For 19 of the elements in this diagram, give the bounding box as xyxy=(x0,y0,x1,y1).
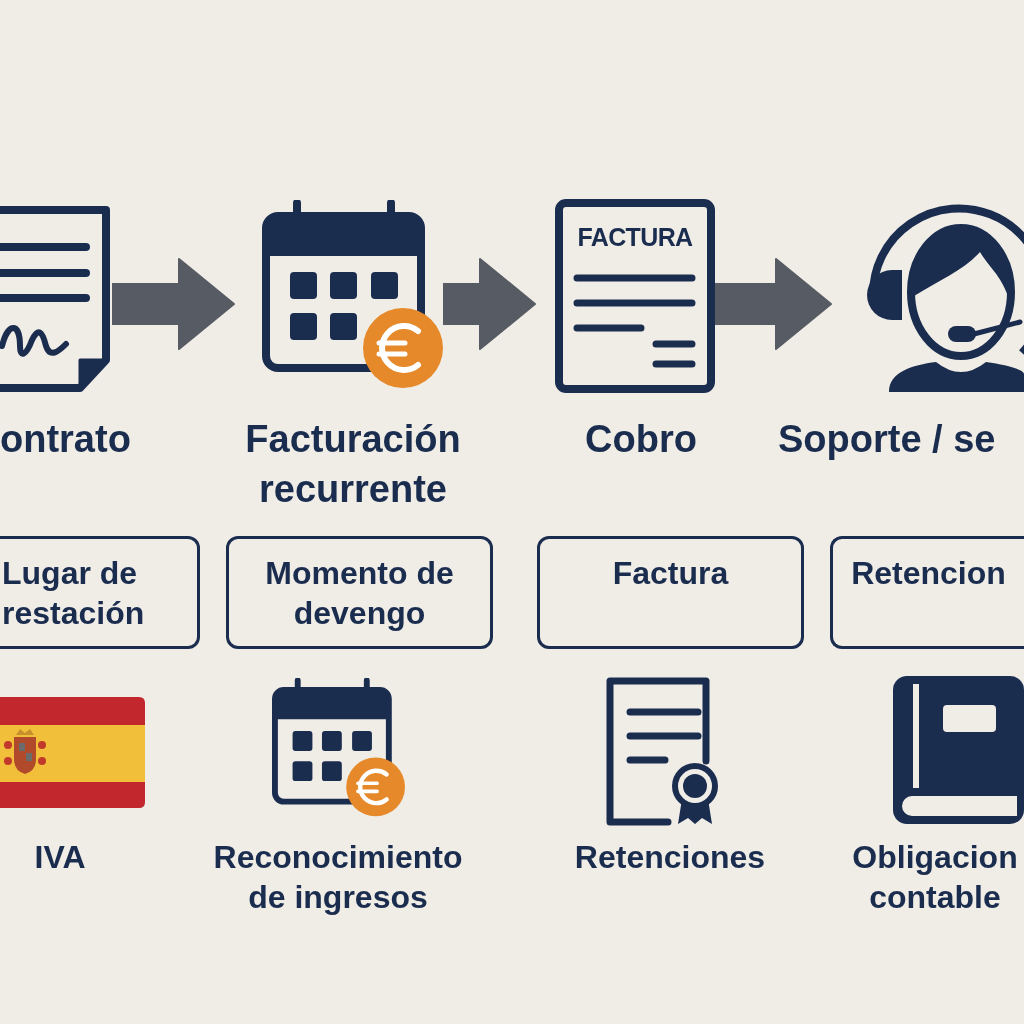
block-arrow xyxy=(112,258,235,350)
term-card: Retencion xyxy=(830,536,1024,649)
icon-caption: Retenciones xyxy=(574,838,766,877)
block-arrow xyxy=(443,258,536,350)
icon-caption: IVA xyxy=(34,838,86,877)
term-card: Lugar de restación xyxy=(0,536,200,649)
term-card: Momento de devengo xyxy=(226,536,493,649)
icon-caption: Soporte / se xyxy=(778,417,996,462)
invoice-document xyxy=(555,199,715,393)
icon-caption: Obligacion contable xyxy=(852,838,1018,917)
calendar-euro-icon xyxy=(262,200,443,390)
icon-caption: Cobro xyxy=(585,417,697,462)
signed-document-icon xyxy=(0,206,112,392)
document-heading: FACTURA xyxy=(577,222,693,252)
block-arrow xyxy=(715,258,832,350)
icon-caption: Reconocimiento de ingresos xyxy=(213,838,463,917)
icon-caption: Facturación recurrente xyxy=(245,417,461,512)
icon-caption: ontrato xyxy=(0,417,131,462)
term-card: Factura xyxy=(537,536,804,649)
